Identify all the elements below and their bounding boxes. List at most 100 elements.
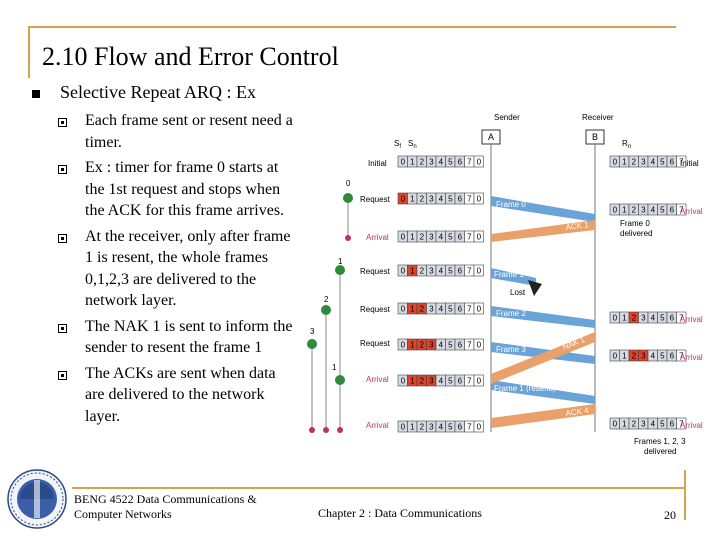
timer-start-icon [307,339,317,349]
sequence-number: 7 [467,195,472,204]
sequence-number: 2 [632,314,637,323]
delivered-note: delivered [620,229,652,238]
sender-box-label: A [488,132,494,142]
sequence-number: 2 [632,420,637,429]
sequence-cell [473,155,484,168]
sequence-cell [473,192,484,205]
frame-arrow [491,268,536,286]
sequence-cell [676,155,687,168]
bullet-item: At the receiver, only after frame 1 is r… [58,226,298,312]
sequence-number: 0 [477,341,482,350]
sequence-number: 4 [439,233,444,242]
sequence-number: 7 [679,420,684,429]
main-bullet-icon [32,90,40,98]
sequence-number: 5 [448,305,453,314]
main-point: Selective Repeat ARQ : Ex [60,82,256,102]
sequence-number: 0 [401,233,406,242]
sequence-number: 7 [467,158,472,167]
sequence-number: 4 [651,206,656,215]
sequence-cell [473,302,484,315]
sequence-number: 2 [420,305,425,314]
sequence-number: 6 [670,314,675,323]
timer-start-icon [335,375,345,385]
sequence-number: 4 [439,377,444,386]
sender-label: Sender [494,113,520,122]
sequence-number: 1 [622,158,627,167]
receiver-arrival-label: Arrival [680,315,703,324]
sequence-number: 7 [679,314,684,323]
sequence-number: 0 [401,423,406,432]
sequence-number: 7 [467,233,472,242]
frame-label: Frame 0 [496,200,526,209]
sequence-number: 2 [420,158,425,167]
sequence-number: 1 [622,314,627,323]
lost-label: Lost [510,288,526,297]
sequence-number: 5 [448,341,453,350]
bullet-item: The NAK 1 is sent to inform the sender t… [58,316,298,359]
sequence-number: 4 [651,158,656,167]
sequence-number: 3 [429,195,434,204]
sequence-number: 4 [439,341,444,350]
sequence-number: 7 [467,377,472,386]
receiver-initial-label: Initial [680,159,699,168]
sequence-number: 1 [410,341,415,350]
rn-label: Rn [622,139,631,150]
sequence-number: 3 [641,352,646,361]
sequence-number: 0 [477,158,482,167]
sequence-number: 6 [458,341,463,350]
page-number: 20 [664,508,676,522]
frame-label: Frame 1 (resend) [494,384,556,393]
frame-label: Frame 1 [494,270,524,279]
footer-divider [72,487,684,489]
slide-title: 2.10 Flow and Error Control [42,42,339,71]
delivered-note: Frames 1, 2, 3 [634,437,686,446]
timer-start-icon [343,193,353,203]
timer-stop-icon [309,427,315,433]
footer-chapter: Chapter 2 : Data Communications [318,506,482,520]
receiver-box-label: B [592,132,598,142]
timer-stop-icon [345,235,351,241]
timer-start-icons [307,193,353,385]
sequence-number: 0 [401,377,406,386]
sequence-number: 3 [429,158,434,167]
checkbox-bullet-icon [58,370,67,380]
sequence-number: 5 [660,352,665,361]
bullet-text: Each frame sent or resent need a timer. [85,112,293,151]
nak-arrow [491,332,595,384]
sequence-number: 3 [429,341,434,350]
sequence-number: 5 [448,158,453,167]
sequence-number: 1 [410,233,415,242]
sequence-number: 1 [410,305,415,314]
sequence-number: 6 [458,195,463,204]
row-label-arrival: Arrival [366,375,389,384]
sequence-number: 0 [613,158,618,167]
sequence-number: 1 [410,267,415,276]
sequence-number: 0 [401,267,406,276]
sequence-number: 6 [670,420,675,429]
sequence-number: 3 [429,305,434,314]
sequence-number: 3 [429,233,434,242]
timer-label: 1 [338,257,343,266]
frame-arrow [491,380,595,404]
sequence-number: 3 [429,423,434,432]
sequence-number: 6 [458,233,463,242]
receiver-label: Receiver [582,113,614,122]
selective-repeat-diagram: Sender Receiver A B 0 1 2 3 1 Initial Re… [304,112,706,460]
sequence-number: 6 [458,423,463,432]
sequence-number: 0 [401,341,406,350]
receiver-arrival-label: Arrival [680,207,703,216]
sequence-number: 6 [670,158,675,167]
bullet-text: At the receiver, only after frame 1 is r… [85,227,291,310]
timer-stop-icon [323,427,329,433]
sequence-number: 5 [448,195,453,204]
sequence-number: 4 [439,267,444,276]
row-label-request: Request [360,195,391,204]
checkbox-bullet-icon [58,323,67,333]
row-label-request: Request [360,267,391,276]
sequence-number: 0 [401,195,406,204]
sequence-cell [473,264,484,277]
